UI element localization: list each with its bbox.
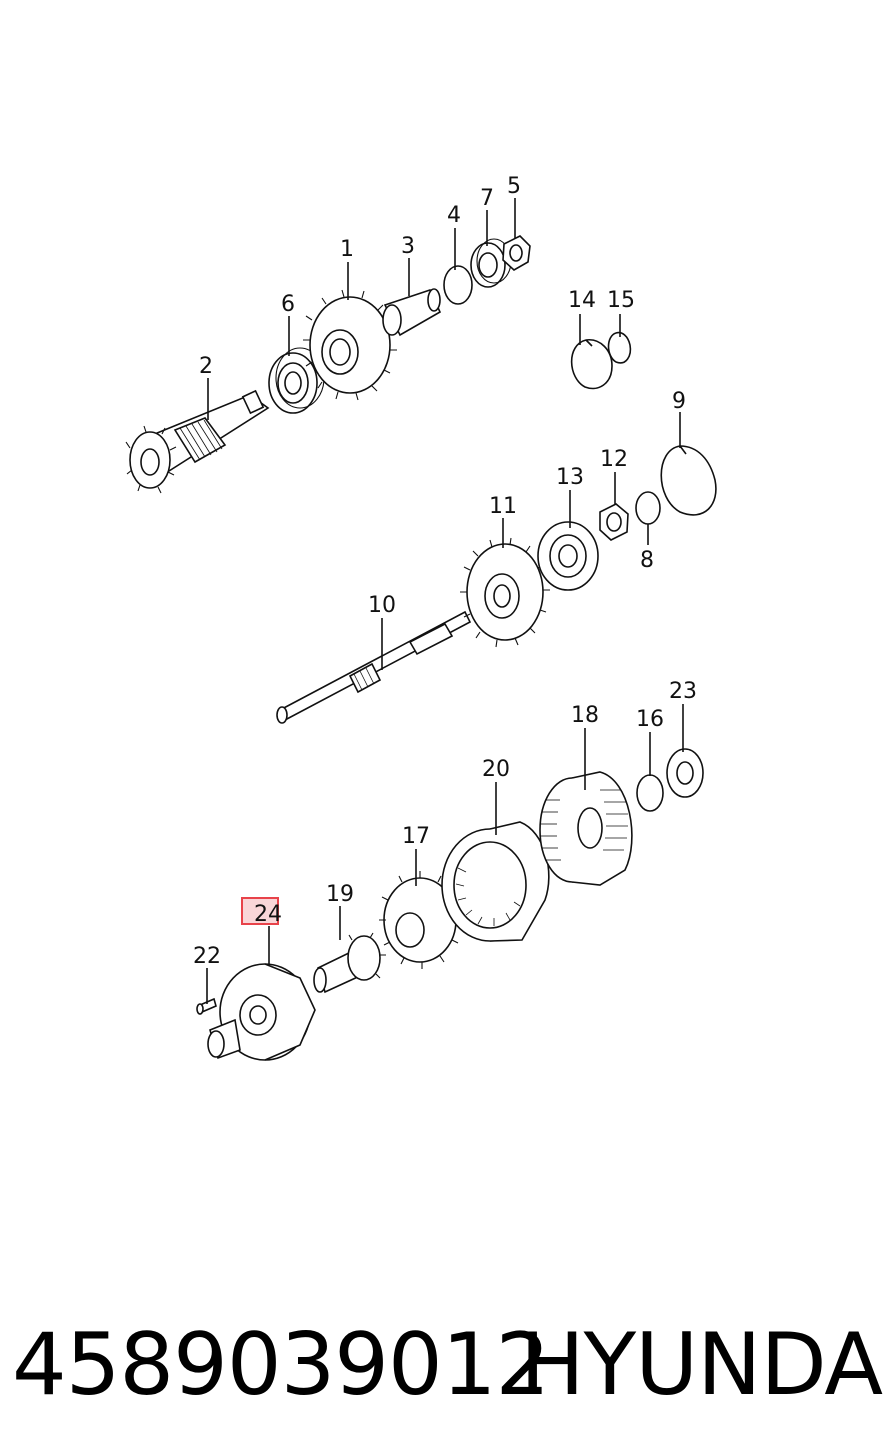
part-17-planet-gear	[379, 871, 463, 969]
label-19[interactable]: 19	[326, 882, 354, 907]
label-8[interactable]: 8	[640, 548, 654, 573]
part-4-snap-ring	[443, 265, 473, 305]
highlight-box	[241, 897, 279, 925]
part-12-nut	[599, 503, 629, 541]
part-20-ring-gear	[441, 821, 550, 942]
leader-lines	[206, 198, 684, 1004]
part-number: 4589039012	[12, 1315, 550, 1415]
label-15[interactable]: 15	[607, 288, 635, 313]
label-11[interactable]: 11	[489, 494, 517, 519]
label-2[interactable]: 2	[199, 354, 213, 379]
part-15-ring	[607, 331, 632, 364]
exploded-parts-diagram: 1 2 3 4 5 6 7 8 9 10 11 12 13 14 15 16 1…	[125, 174, 717, 1061]
planetary-assembly	[196, 748, 704, 1061]
part-13-bearing	[537, 521, 599, 591]
part-2-pinion-shaft	[125, 389, 270, 494]
label-7[interactable]: 7	[480, 186, 494, 211]
part-9-snap-ring	[660, 445, 717, 516]
label-18[interactable]: 18	[571, 703, 599, 728]
part-10-shaft	[276, 610, 472, 724]
part-6-bearing	[268, 347, 325, 414]
label-16[interactable]: 16	[636, 707, 664, 732]
label-3[interactable]: 3	[401, 234, 415, 259]
label-1[interactable]: 1	[340, 237, 354, 262]
part-16-ring	[636, 774, 664, 812]
part-7-bearing	[470, 238, 512, 288]
label-9[interactable]: 9	[672, 389, 686, 414]
input-shaft-assembly	[125, 235, 531, 494]
label-24[interactable]: 24	[254, 902, 282, 927]
part-11-gear	[460, 537, 550, 648]
snap-rings-14-15	[570, 331, 632, 390]
callout-labels: 1 2 3 4 5 6 7 8 9 10 11 12 13 14 15 16 1…	[193, 174, 697, 969]
label-17[interactable]: 17	[402, 824, 430, 849]
part-3-sleeve	[382, 288, 442, 337]
label-4[interactable]: 4	[447, 203, 461, 228]
label-22[interactable]: 22	[193, 944, 221, 969]
part-24-carrier	[207, 963, 316, 1061]
label-5[interactable]: 5	[507, 174, 521, 199]
part-5-nut	[502, 235, 531, 271]
label-23[interactable]: 23	[669, 679, 697, 704]
footer: 4589039012 HYUNDAI	[0, 1290, 887, 1440]
part-1-gear	[303, 289, 397, 401]
main-shaft-assembly	[276, 445, 717, 724]
label-13[interactable]: 13	[556, 465, 584, 490]
part-19-sun-gear	[313, 932, 386, 994]
part-8-ring	[635, 491, 661, 525]
part-14-ring	[570, 339, 613, 390]
label-20[interactable]: 20	[482, 757, 510, 782]
label-10[interactable]: 10	[368, 593, 396, 618]
label-6[interactable]: 6	[281, 292, 295, 317]
part-23-thrust-washer	[666, 748, 704, 798]
part-22-pin	[196, 997, 217, 1015]
brand-name: HYUNDAI	[520, 1315, 887, 1415]
part-18-clutch-drum	[539, 771, 633, 886]
label-14[interactable]: 14	[568, 288, 596, 313]
label-12[interactable]: 12	[600, 447, 628, 472]
